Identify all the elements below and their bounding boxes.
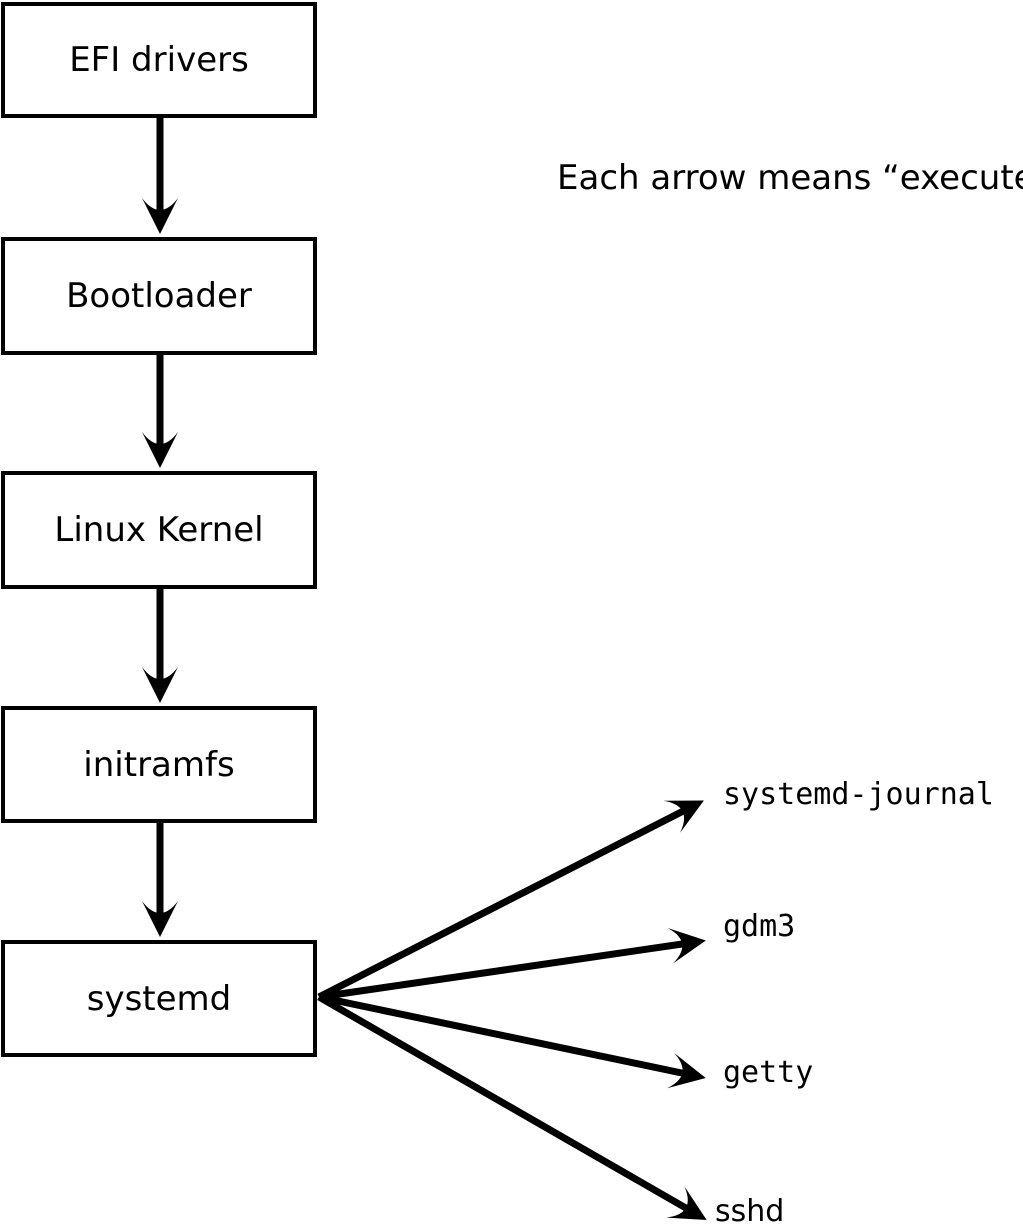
linux-kernel-box: Linux Kernel (1, 471, 317, 589)
arrow-systemd-to-getty (318, 993, 706, 1089)
label-systemd-journal: systemd-journal (723, 777, 994, 812)
arrow-systemd-to-gdm3 (318, 927, 706, 1001)
bootloader-box: Bootloader (1, 237, 317, 355)
bootloader-label: Bootloader (66, 276, 252, 316)
systemd-label: systemd (86, 978, 232, 1019)
linux-kernel-label: Linux Kernel (54, 510, 264, 550)
arrow-systemd-to-sshd (317, 993, 707, 1220)
arrow-systemd-to-journal (317, 800, 704, 1001)
systemd-box: systemd (1, 940, 317, 1057)
efi-drivers-label: EFI drivers (69, 40, 249, 80)
efi-drivers-box: EFI drivers (1, 2, 317, 118)
initramfs-label: initramfs (83, 744, 235, 785)
label-gdm3: gdm3 (723, 909, 796, 944)
label-getty: getty (723, 1055, 814, 1090)
arrow-meaning-note: Each arrow means “executes”. (557, 158, 1023, 198)
initramfs-box: initramfs (1, 706, 317, 823)
label-sshd: sshd (715, 1194, 785, 1229)
